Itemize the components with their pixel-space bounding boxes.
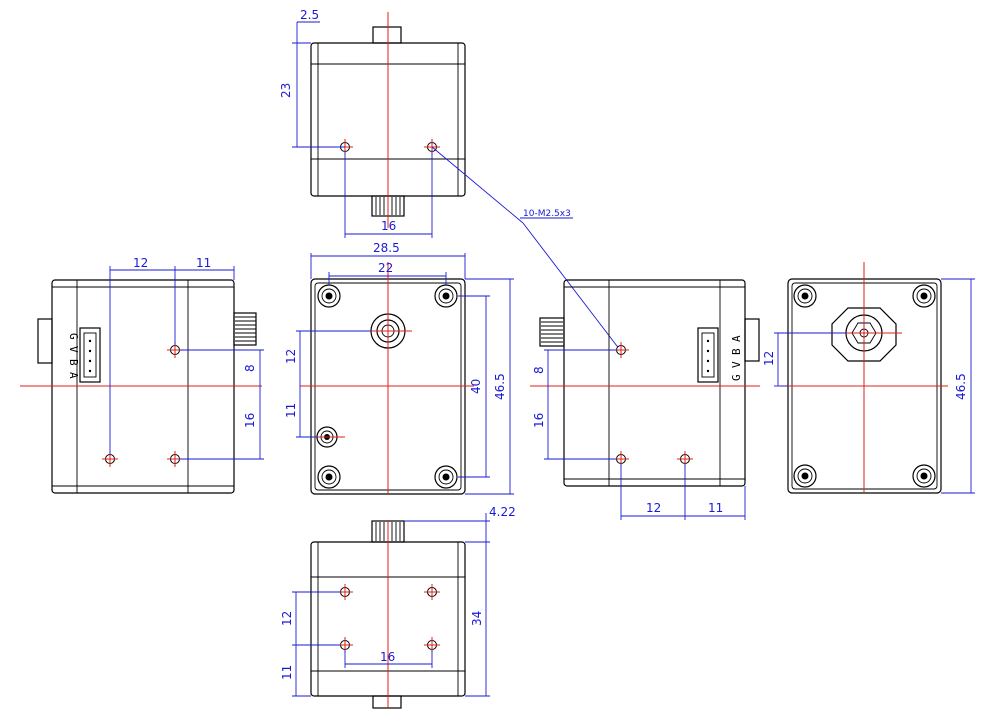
front-dim-inner-width: 22 [378, 261, 393, 275]
top-dim-hole-spacing: 16 [381, 219, 396, 233]
back-dim-height: 46.5 [954, 373, 968, 400]
top-dim-offset: 2.5 [300, 8, 319, 22]
front-dim-40: 40 [469, 379, 483, 394]
left-pin-a: A [67, 372, 80, 379]
right-dim-11: 11 [708, 501, 723, 515]
bottom-shaft-stub [372, 695, 402, 709]
right-pin-b: B [730, 348, 743, 355]
back-dim-12: 12 [762, 351, 776, 366]
left-connector [79, 327, 101, 383]
left-pin-v: V [67, 346, 80, 353]
left-side-tab [37, 318, 53, 364]
left-dim-12: 12 [133, 256, 148, 270]
callout-leader-2 [522, 222, 621, 351]
front-dim-width: 28.5 [373, 241, 400, 255]
right-side-tab [744, 318, 760, 362]
bottom-dim-hole-spacing: 16 [380, 650, 395, 664]
back-bearing-housing [831, 307, 897, 362]
back-view: 12 46.5 [762, 262, 975, 494]
right-dim-8: 8 [532, 366, 546, 374]
bottom-dim-12: 12 [280, 611, 294, 626]
hole-callout: 10-M2.5x3 [523, 209, 571, 219]
callout-leader [431, 146, 524, 224]
right-dim-16: 16 [532, 413, 546, 428]
front-view: 28.5 22 12 11 40 46.5 [284, 241, 514, 495]
left-dim-16: 16 [243, 413, 257, 428]
back-mount-bosses [793, 284, 936, 488]
front-mount-bosses [317, 284, 458, 489]
top-view: 2.5 23 16 10-M2.5x3 [279, 8, 621, 351]
right-view: G V B A 8 16 12 11 [530, 279, 760, 520]
bottom-view: 4.22 34 12 11 16 [280, 505, 516, 709]
right-pin-g: G [730, 374, 743, 381]
right-connector-labels: G V B A [730, 335, 743, 381]
left-view: G V B A 12 11 8 16 [20, 256, 264, 494]
left-pin-b: B [67, 359, 80, 366]
right-gear-spline [539, 317, 565, 347]
left-connector-labels: G V B A [67, 333, 80, 379]
left-dim-8: 8 [243, 364, 257, 372]
left-dim-11: 11 [196, 256, 211, 270]
front-dim-11: 11 [284, 403, 298, 418]
right-view-body [563, 279, 746, 487]
bottom-dim-offset: 4.22 [489, 505, 516, 519]
top-shaft-stub [372, 26, 402, 44]
front-dim-height: 46.5 [493, 373, 507, 400]
bottom-dim-height: 34 [470, 611, 484, 626]
top-dim-height: 23 [279, 83, 293, 98]
bottom-dim-11: 11 [280, 665, 294, 680]
right-pin-v: V [730, 361, 743, 368]
left-pin-g: G [67, 333, 80, 340]
right-dim-12: 12 [646, 501, 661, 515]
right-connector [697, 327, 719, 383]
front-dim-12: 12 [284, 349, 298, 364]
right-pin-a: A [730, 335, 743, 342]
